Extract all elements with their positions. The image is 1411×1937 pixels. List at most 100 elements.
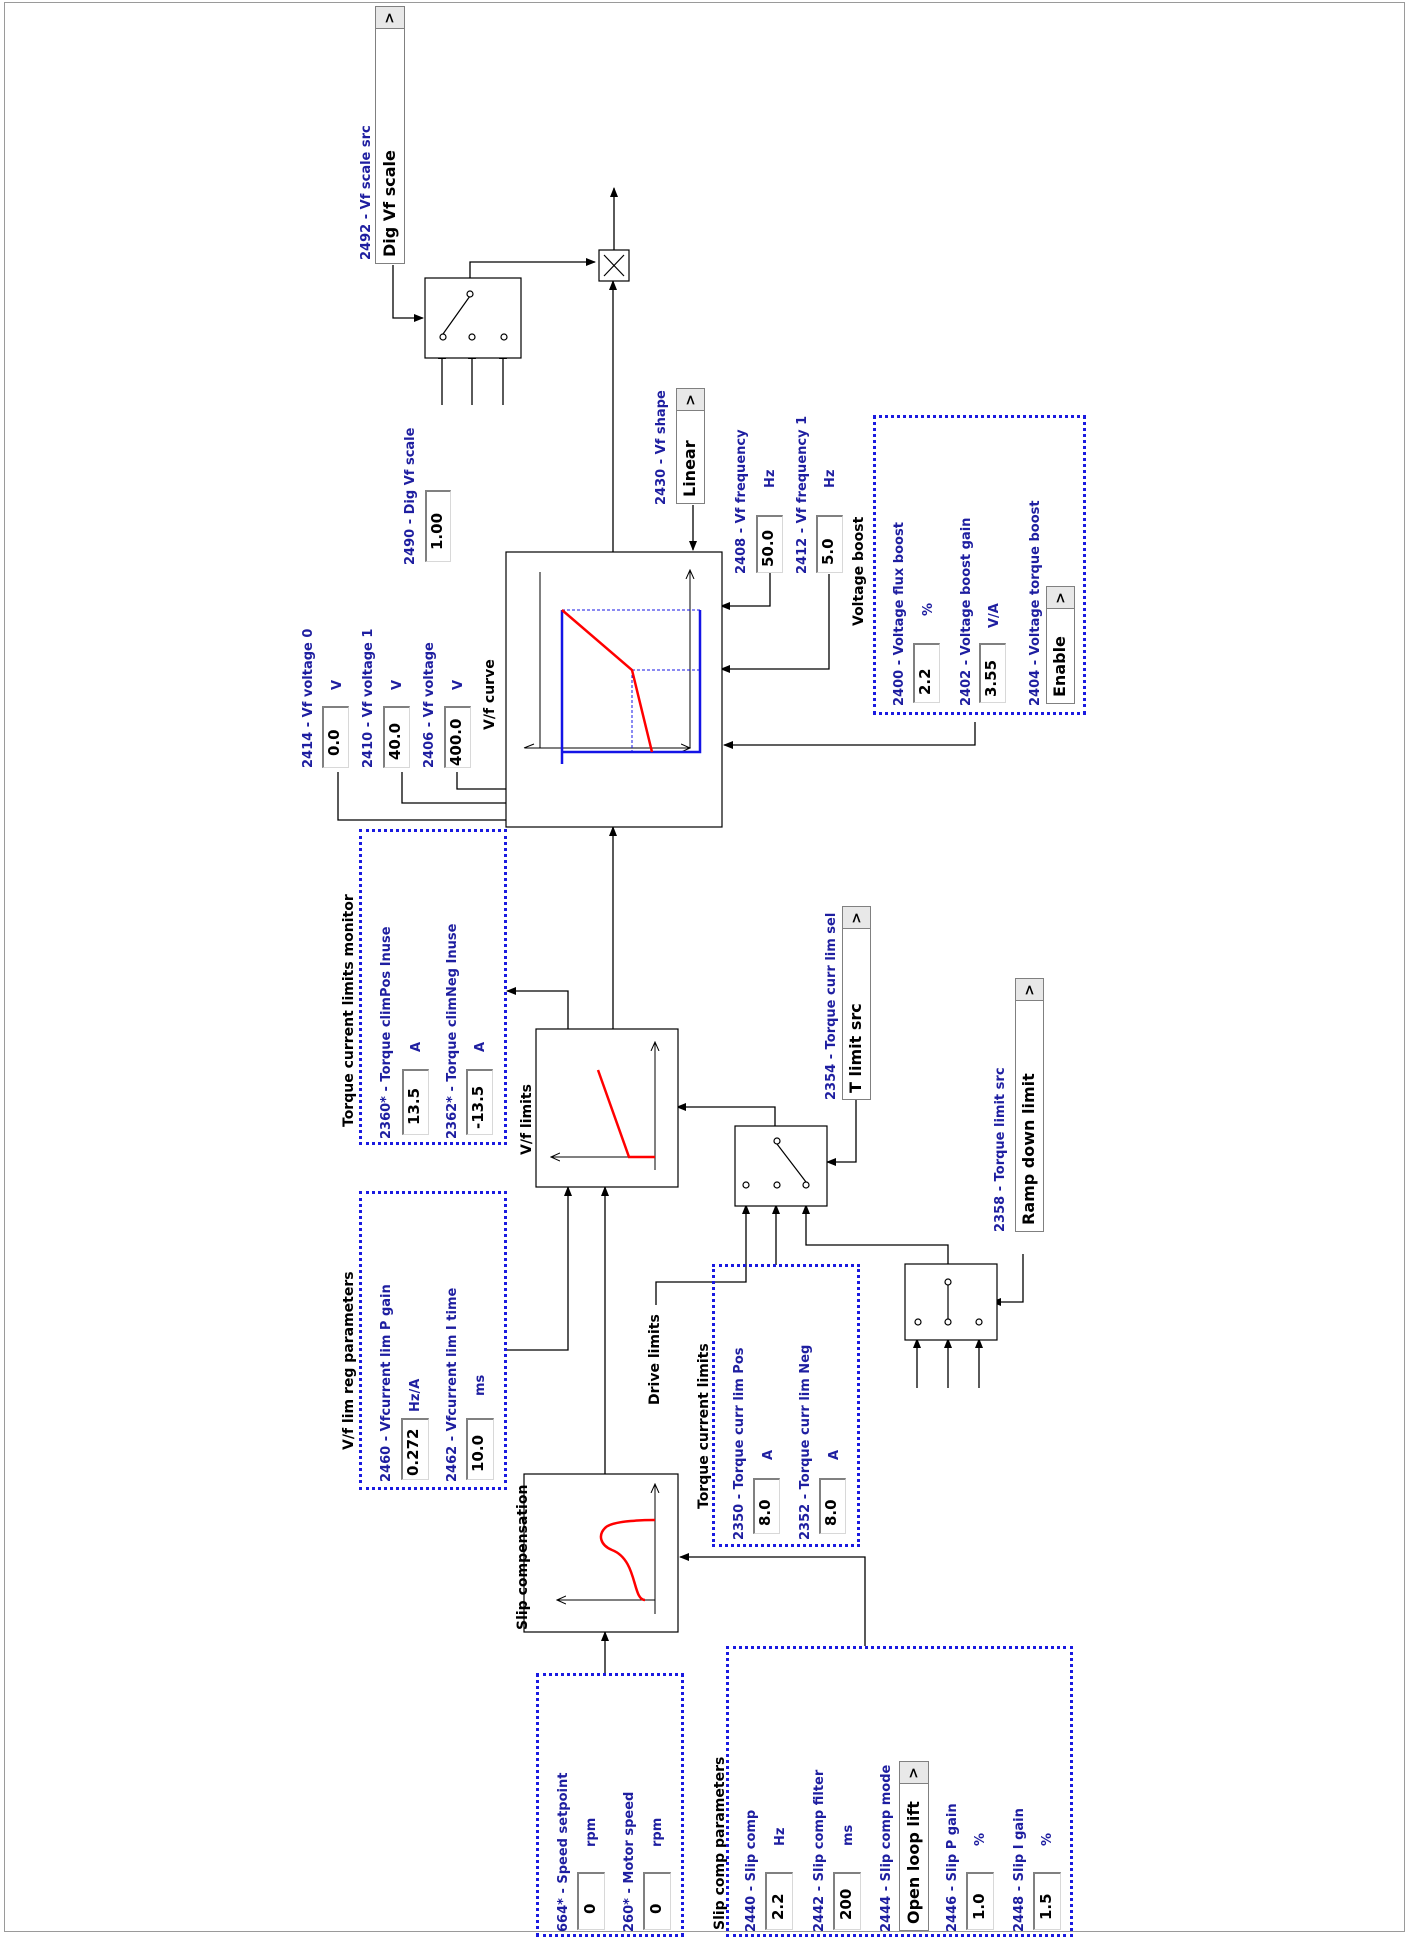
- slip-p-gain-field[interactable]: 1.0: [966, 1872, 994, 1930]
- vf-scale-src-select[interactable]: > Dig Vf scale: [375, 6, 405, 264]
- torque-curr-lim-pos-field[interactable]: 8.0: [753, 1478, 780, 1534]
- torque-current-limits-group: [712, 1264, 860, 1547]
- voltage-flux-boost-value: 2.2: [916, 668, 934, 695]
- torque-climpos-inuse-field: 13.5: [402, 1069, 429, 1135]
- slip-compensation-title: Slip compensation: [515, 1484, 531, 1630]
- speed-group: [536, 1673, 684, 1937]
- chevron-down-icon[interactable]: >: [376, 7, 404, 29]
- slip-compensation-block: [523, 1473, 679, 1633]
- vf-voltage0-label: 2414 - Vf voltage 0: [301, 628, 316, 768]
- vf-limits-block: [535, 1028, 679, 1188]
- chevron-down-icon[interactable]: >: [900, 1762, 928, 1784]
- voltage-boost-title: Voltage boost: [851, 516, 867, 626]
- slip-comp-params-group: [726, 1646, 1073, 1937]
- torque-limit-src-value: Ramp down limit: [1019, 1073, 1038, 1225]
- vf-voltage1-field[interactable]: 40.0: [383, 706, 410, 768]
- torque-current-limits-title: Torque current limits: [696, 1343, 712, 1509]
- torque-limit-src-label: 2358 - Torque limit src: [993, 1067, 1008, 1232]
- vfcurrent-lim-p-gain-label: 2460 - Vfcurrent lim P gain: [379, 1284, 394, 1482]
- vf-lim-reg-group: [359, 1191, 507, 1490]
- vf-voltage-unit: V: [451, 679, 466, 690]
- vf-frequency1-value: 5.0: [819, 538, 837, 565]
- vfcurrent-lim-p-gain-value: 0.272: [404, 1428, 422, 1476]
- vf-shape-select[interactable]: > Linear: [676, 388, 705, 504]
- vf-shape-value: Linear: [680, 440, 699, 497]
- torque-climpos-inuse-unit: A: [409, 1041, 424, 1052]
- torque-limit-src-switch: [904, 1263, 998, 1341]
- torque-limit-src-select[interactable]: > Ramp down limit: [1015, 978, 1044, 1232]
- speed-setpoint-unit: rpm: [584, 1817, 599, 1847]
- vf-shape-label: 2430 - Vf shape: [654, 390, 669, 505]
- slip-i-gain-field[interactable]: 1.5: [1033, 1872, 1061, 1930]
- torque-climneg-inuse-field: -13.5: [466, 1069, 493, 1135]
- vf-voltage1-label: 2410 - Vf voltage 1: [361, 628, 376, 768]
- torque-climneg-inuse-label: 2362* - Torque climNeg Inuse: [445, 923, 460, 1139]
- dig-vf-scale-value: 1.00: [428, 512, 446, 550]
- slip-i-gain-label: 2448 - Slip I gain: [1012, 1808, 1027, 1932]
- vf-voltage-value: 400.0: [447, 718, 465, 766]
- voltage-boost-group: [873, 415, 1086, 715]
- slip-comp-filter-unit: ms: [841, 1824, 856, 1846]
- slip-comp-field[interactable]: 2.2: [765, 1872, 793, 1930]
- voltage-torque-boost-select[interactable]: > Enable: [1046, 586, 1075, 704]
- voltage-boost-gain-label: 2402 - Voltage boost gain: [959, 517, 974, 706]
- vf-frequency1-unit: Hz: [823, 469, 838, 488]
- vfcurrent-lim-i-time-field[interactable]: 10.0: [466, 1418, 494, 1480]
- multiplier-block: [598, 249, 630, 282]
- slip-comp-filter-field[interactable]: 200: [833, 1872, 861, 1930]
- tcl-monitor-group: [359, 829, 507, 1145]
- speed-setpoint-field: 0: [577, 1872, 605, 1930]
- vfcurrent-lim-i-time-label: 2462 - Vfcurrent lim I time: [445, 1287, 460, 1482]
- vfcurrent-lim-p-gain-unit: Hz/A: [408, 1378, 423, 1412]
- torque-curr-lim-neg-field[interactable]: 8.0: [819, 1478, 846, 1534]
- vf-voltage-field[interactable]: 400.0: [444, 706, 471, 768]
- torque-curr-lim-sel-label: 2354 - Torque curr lim sel: [824, 912, 839, 1100]
- vf-voltage0-unit: V: [330, 679, 345, 690]
- speed-setpoint-label: 664* - Speed setpoint: [556, 1772, 571, 1932]
- slip-comp-mode-select[interactable]: > Open loop lift: [899, 1761, 929, 1931]
- slip-comp-mode-value: Open loop lift: [904, 1801, 923, 1924]
- chevron-down-icon[interactable]: >: [1047, 587, 1074, 609]
- voltage-boost-gain-field[interactable]: 3.55: [979, 643, 1006, 703]
- voltage-flux-boost-label: 2400 - Voltage flux boost: [892, 522, 907, 706]
- torque-climpos-inuse-label: 2360* - Torque climPos Inuse: [379, 926, 394, 1139]
- chevron-down-icon[interactable]: >: [843, 907, 870, 929]
- motor-speed-unit: rpm: [650, 1817, 665, 1847]
- slip-i-gain-unit: %: [1040, 1832, 1055, 1846]
- vf-curve-block: [505, 551, 723, 828]
- slip-comp-unit: Hz: [773, 1827, 788, 1846]
- torque-curr-lim-neg-label: 2352 - Torque curr lim Neg: [798, 1344, 813, 1540]
- motor-speed-value: 0: [647, 1903, 665, 1914]
- vf-frequency-unit: Hz: [763, 469, 778, 488]
- dig-vf-scale-field[interactable]: 1.00: [425, 490, 451, 562]
- slip-p-gain-label: 2446 - Slip P gain: [945, 1803, 960, 1932]
- speed-setpoint-value: 0: [581, 1903, 599, 1914]
- slip-comp-filter-label: 2442 - Slip comp filter: [812, 1769, 827, 1932]
- torque-curr-lim-pos-unit: A: [761, 1449, 776, 1460]
- vfcurrent-lim-i-time-value: 10.0: [469, 1434, 487, 1472]
- torque-curr-lim-sel-select[interactable]: > T limit src: [842, 906, 871, 1100]
- torque-climpos-inuse-value: 13.5: [405, 1087, 423, 1125]
- torque-curr-lim-neg-value: 8.0: [822, 1499, 840, 1526]
- vf-limits-title: V/f limits: [519, 1084, 535, 1155]
- voltage-flux-boost-field[interactable]: 2.2: [913, 643, 940, 703]
- torque-curr-lim-pos-value: 8.0: [756, 1499, 774, 1526]
- torque-climneg-inuse-value: -13.5: [469, 1085, 487, 1129]
- vf-frequency1-field[interactable]: 5.0: [816, 515, 843, 573]
- drive-limits-label: Drive limits: [647, 1314, 663, 1405]
- torque-curr-lim-neg-unit: A: [827, 1449, 842, 1460]
- vfcurrent-lim-p-gain-field[interactable]: 0.272: [401, 1418, 429, 1480]
- vf-frequency-field[interactable]: 50.0: [756, 515, 783, 573]
- vf-voltage0-field[interactable]: 0.0: [322, 706, 349, 768]
- slip-comp-params-title: Slip comp parameters: [712, 1756, 728, 1930]
- vf-scale-switch: [424, 277, 522, 359]
- voltage-boost-gain-unit: V/A: [987, 603, 1002, 628]
- torque-curr-lim-pos-label: 2350 - Torque curr lim Pos: [732, 1347, 747, 1540]
- vf-frequency-value: 50.0: [759, 529, 777, 567]
- slip-i-gain-value: 1.5: [1037, 1893, 1055, 1920]
- chevron-down-icon[interactable]: >: [1016, 979, 1043, 1001]
- chevron-down-icon[interactable]: >: [677, 389, 704, 411]
- vf-voltage1-unit: V: [390, 679, 405, 690]
